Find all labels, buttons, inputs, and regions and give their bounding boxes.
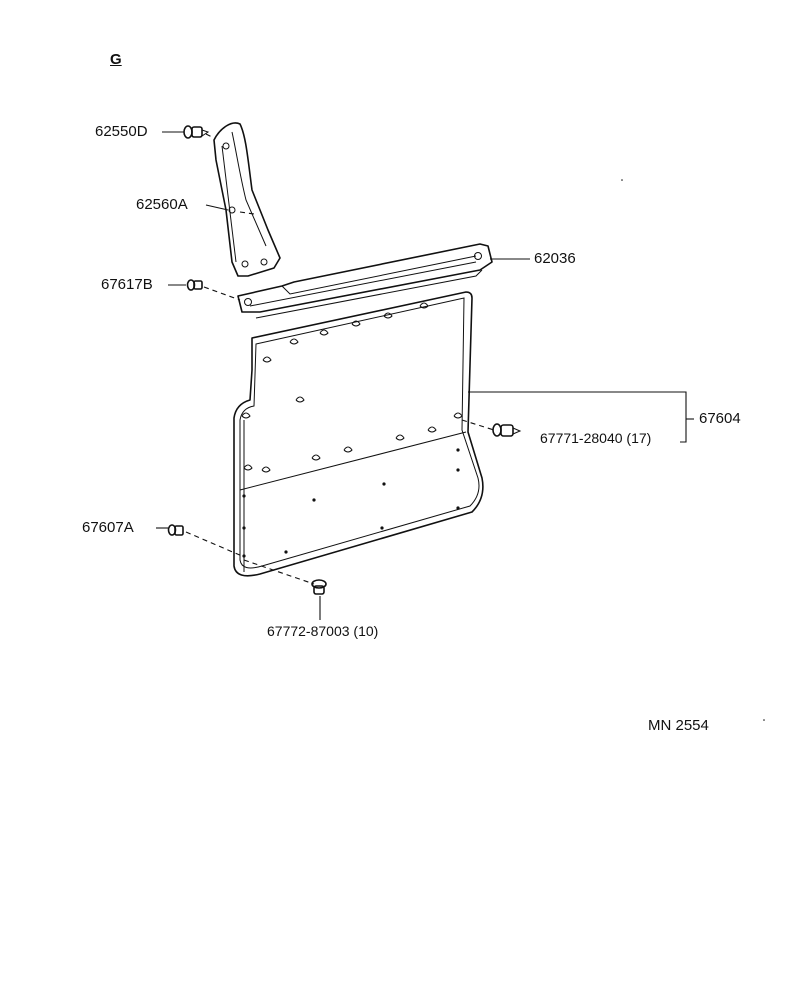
screw-67617B-drawing — [186, 279, 203, 291]
part-label-67617B: 67617B — [101, 276, 153, 293]
clip-67771-drawing — [492, 423, 522, 437]
installation-lines — [185, 133, 495, 585]
part-label-67607A: 67607A — [82, 519, 134, 536]
part-label-67772: 67772-87003 (10) — [267, 623, 379, 639]
part-label-67771: 67771-28040 (17) — [540, 430, 652, 446]
clip-62550D-drawing — [183, 125, 210, 139]
trim-panel-drawing — [233, 291, 484, 577]
diagram-code: MN 2554 — [648, 717, 709, 734]
leader-lines — [156, 131, 694, 620]
clip-67772-drawing — [311, 579, 327, 595]
pillar-garnish-drawing — [213, 122, 281, 277]
part-label-62550D: 62550D — [95, 123, 148, 140]
part-label-62036: 62036 — [534, 250, 576, 267]
part-label-62560A: 62560A — [136, 196, 188, 213]
section-letter: G — [110, 51, 122, 68]
scuff-plate-drawing — [237, 243, 493, 319]
screw-67607A-drawing — [167, 524, 184, 536]
part-label-67604: 67604 — [699, 410, 741, 427]
panel-clip-holes — [241, 302, 463, 558]
